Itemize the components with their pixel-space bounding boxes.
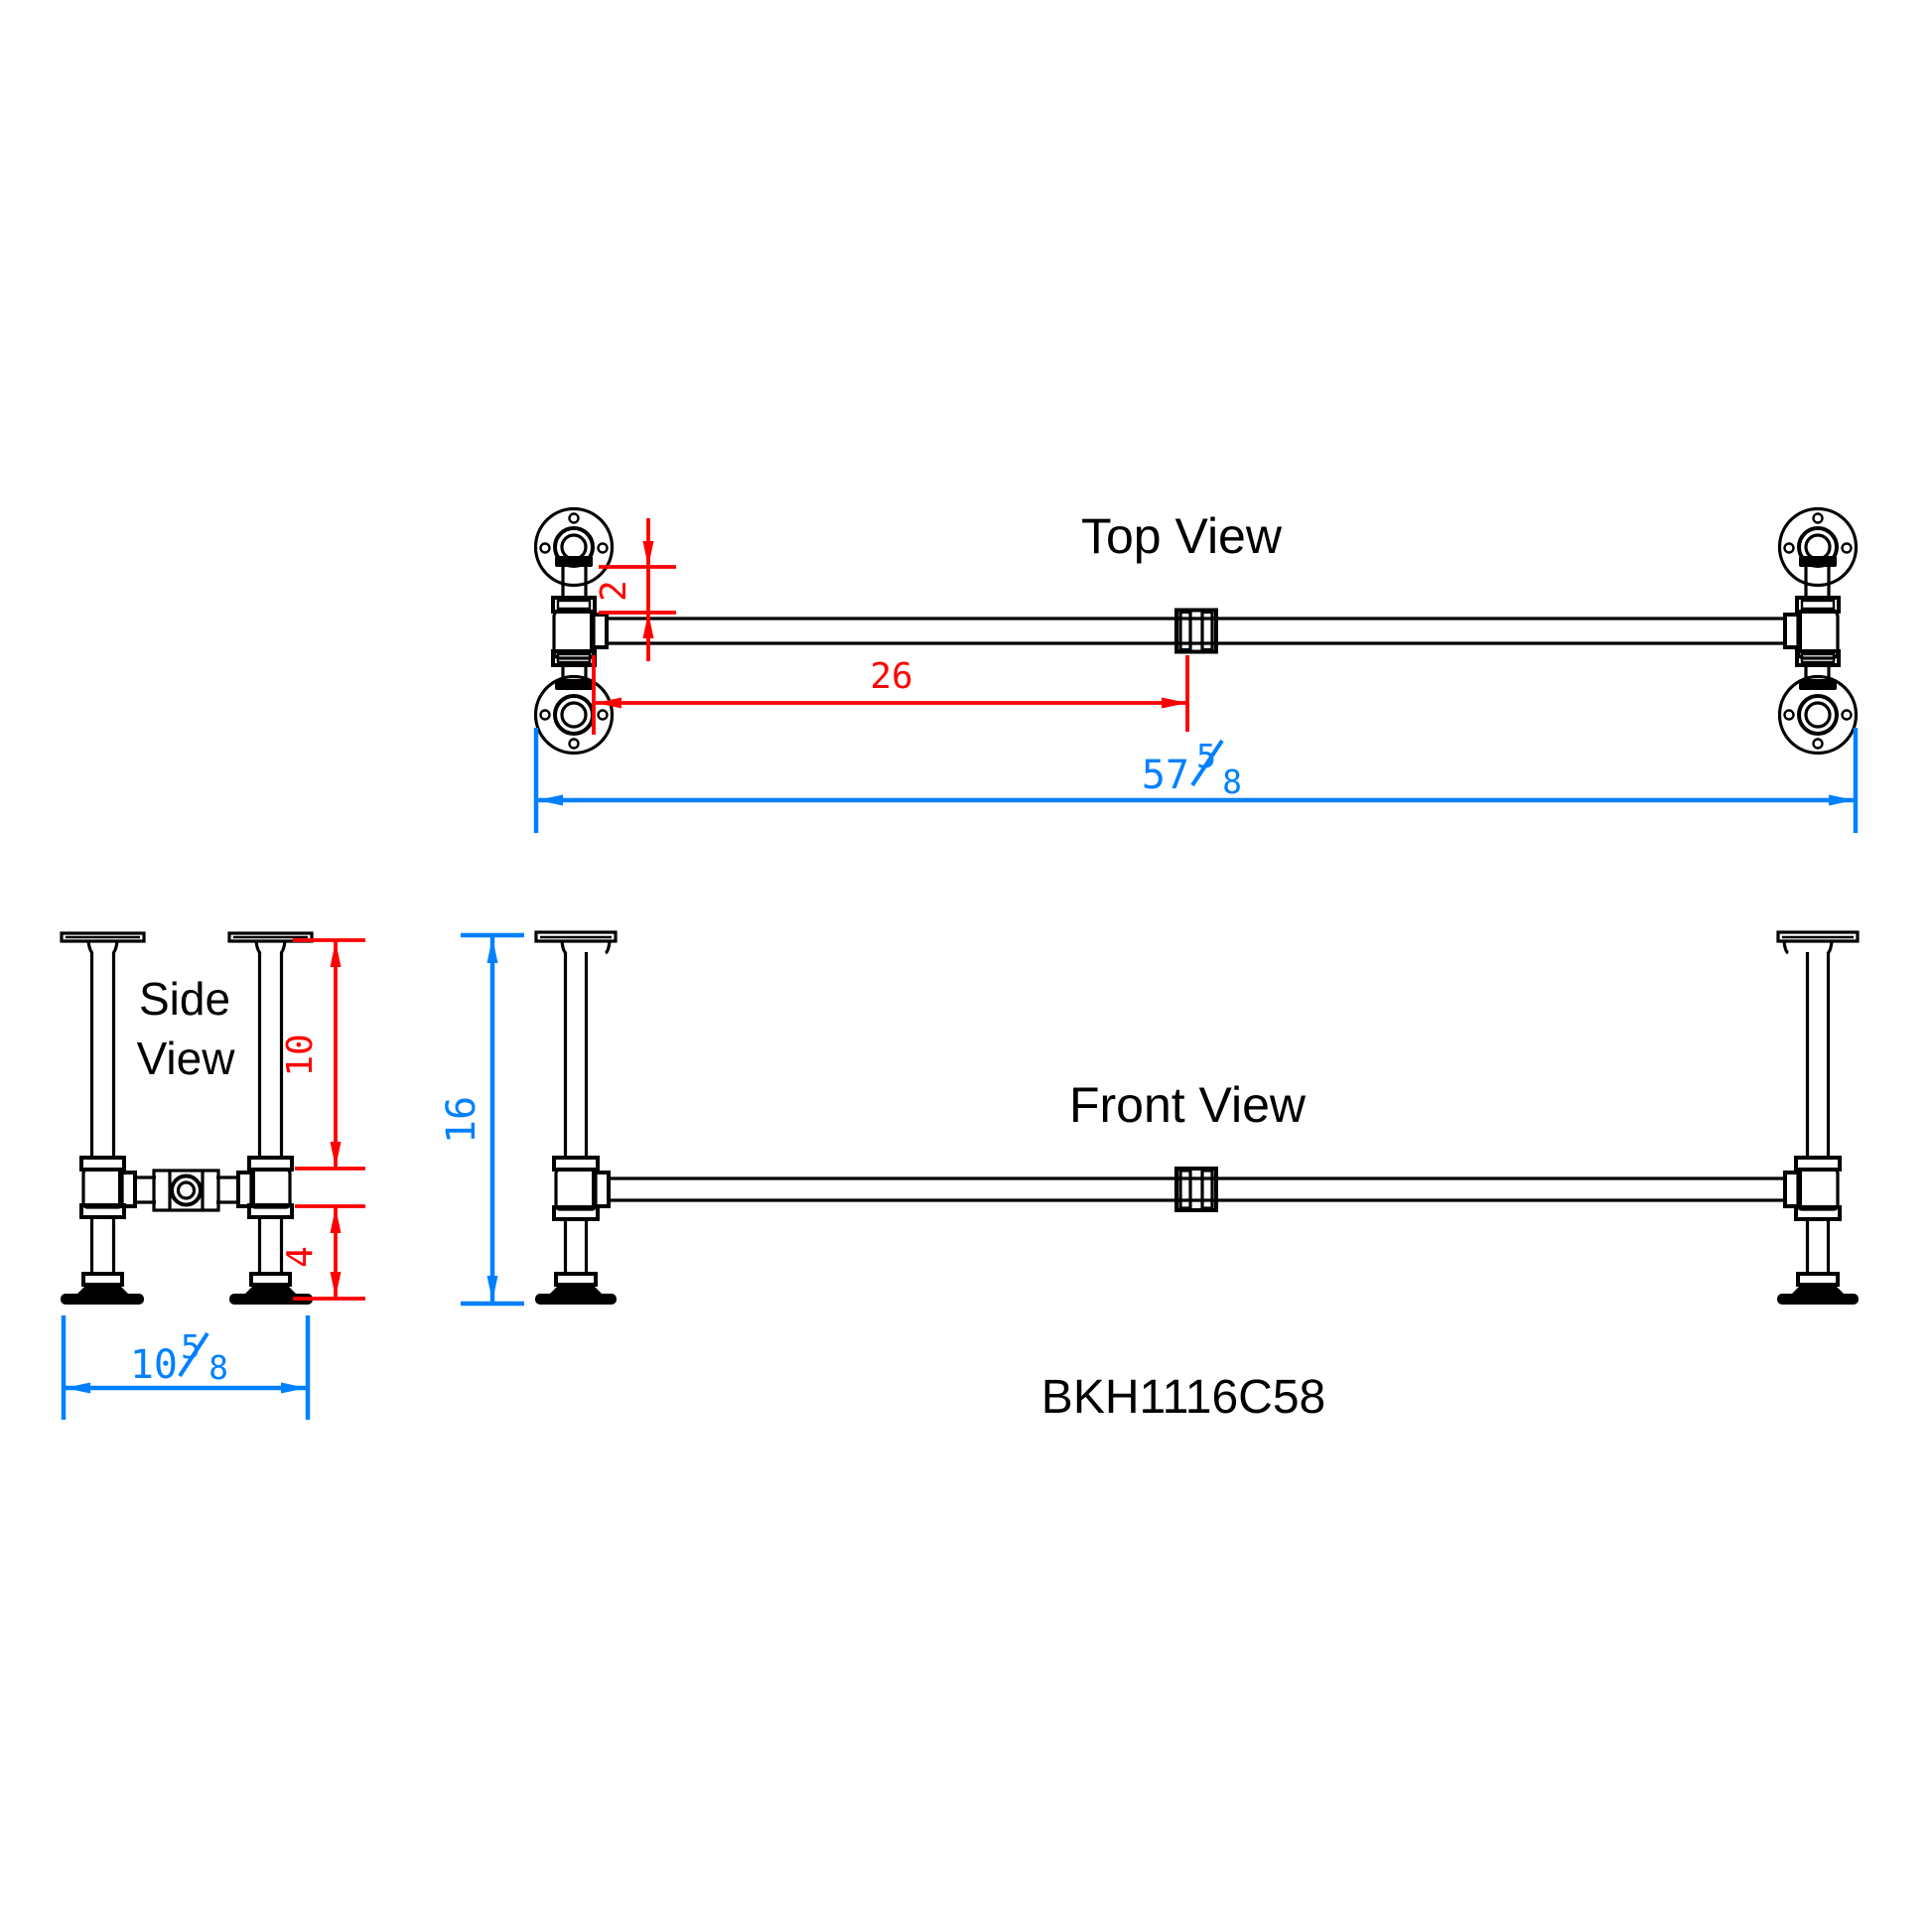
dim-text-overall-length-numerator: 5 xyxy=(1196,737,1216,775)
dim-overall-length: 57 5 8 xyxy=(533,728,1859,833)
dim-upper-leg-10: 10 xyxy=(280,938,365,1171)
dim-text-center-to-leg: 26 xyxy=(870,656,912,697)
dim-text-overall-height: 16 xyxy=(439,1096,484,1144)
front-view-left-leg xyxy=(533,930,619,1307)
top-view-right-end-assembly xyxy=(1777,506,1859,756)
front-view-rail xyxy=(609,1167,1785,1212)
top-view-left-end-assembly xyxy=(533,506,615,756)
dim-text-base-depth-denominator: 8 xyxy=(208,1348,228,1387)
dim-base-depth: 10 5 8 xyxy=(61,1315,311,1420)
side-view-label-line2: View xyxy=(137,1033,236,1084)
part-number: BKH1116C58 xyxy=(1041,1371,1325,1424)
side-view-left-leg xyxy=(59,931,146,1307)
top-view-center-coupling xyxy=(1174,608,1218,654)
dim-text-overall-length-whole: 57 xyxy=(1142,753,1189,798)
top-view-label: Top View xyxy=(1081,508,1283,564)
front-view-label: Front View xyxy=(1069,1077,1307,1133)
fraction-slash xyxy=(178,1331,209,1378)
side-view-center-tee-outlet xyxy=(170,1173,203,1207)
side-view-label-line1: Side xyxy=(139,973,230,1025)
dim-text-upper-leg: 10 xyxy=(280,1034,321,1076)
dim-lower-leg-4: 4 xyxy=(280,1204,365,1301)
dim-text-base-depth-numerator: 5 xyxy=(181,1327,201,1366)
top-view: 2 26 57 5 8 Top View xyxy=(533,506,1859,833)
fraction-slash xyxy=(1190,739,1224,787)
dim-text-lower-leg: 4 xyxy=(280,1246,321,1268)
dim-overall-height: 16 xyxy=(439,932,524,1307)
top-view-rail xyxy=(607,608,1785,654)
front-view: 16 Front View xyxy=(439,930,1861,1307)
side-view: 10 4 10 5 8 Side View xyxy=(59,931,365,1420)
front-view-right-leg xyxy=(1775,930,1861,1307)
side-view-crossbar xyxy=(135,1169,238,1212)
front-view-center-coupling xyxy=(1174,1167,1218,1212)
dim-top-offset-2: 2 xyxy=(594,518,676,661)
dim-center-to-leg-26: 26 xyxy=(592,655,1189,735)
dim-text-base-depth-whole: 10 xyxy=(130,1342,178,1388)
dim-text-top-offset: 2 xyxy=(594,580,634,602)
dim-text-overall-length-denominator: 8 xyxy=(1222,762,1242,801)
